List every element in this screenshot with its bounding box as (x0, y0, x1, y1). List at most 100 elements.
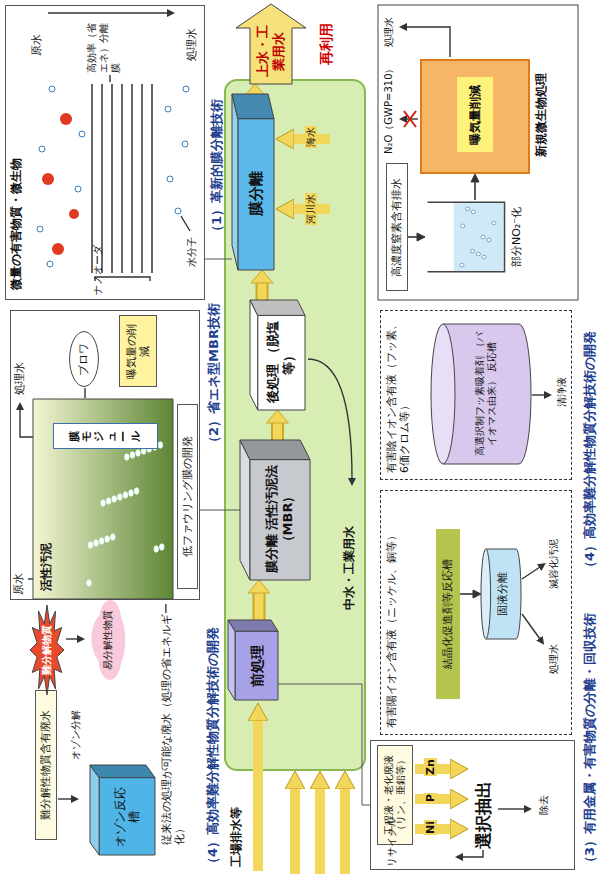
heading-text: 有害陰イオン含有液（フッ素、6価クロム等） (385, 315, 411, 473)
connector (471, 174, 479, 200)
label-text: 原水 (12, 573, 25, 595)
connector (251, 270, 273, 300)
substance-burst: 難分解物質 (30, 605, 64, 695)
connector (200, 510, 240, 511)
label-text: P (424, 793, 437, 803)
node-text: 上水・工業用水 (255, 22, 286, 80)
note-box: 低ファウリング膜の開発 (177, 404, 198, 589)
arrow-head (267, 410, 289, 423)
label-text: 処理水 (185, 28, 198, 61)
node-text: 高選択制フッ素吸着剤 （バイオマス由来） 反応槽 (474, 332, 498, 456)
reactor-bar: 結晶化促進剤等反応槽 (436, 529, 460, 699)
process-band (225, 80, 365, 770)
node-text: 固液分離 (496, 572, 509, 616)
node-text: 活性汚泥 (39, 543, 53, 591)
label-text: 海水 (305, 126, 317, 148)
connector (408, 233, 425, 241)
membrane-module: 膜モジュール (53, 423, 158, 449)
label-text: 清浄液 (556, 377, 568, 407)
arrow-head (473, 590, 481, 598)
connector (248, 580, 270, 620)
heading-text: 選択抽出 (473, 781, 493, 849)
node-text: 高濃度窒素含有排水 (390, 178, 403, 277)
arrow-head (417, 233, 425, 241)
heading-text: （1）革新的膜分離技術 (209, 99, 225, 238)
crossed-out-mark (404, 111, 416, 127)
node-text: 結晶化促進剤等反応槽 (441, 559, 454, 669)
node-text: 難分解性物質含有廃水 (39, 710, 52, 820)
label-text: 処理水 (383, 17, 395, 47)
node-text: ブロワ (77, 343, 90, 376)
node-text: 易分解性物質 (102, 610, 114, 670)
caption-text: （3）有用金属・有害物質の分離・回収技術 (582, 613, 598, 869)
node-text: 後処理 （脱塩等） (265, 317, 296, 407)
caption-text: （4）高効率難分解性物質分解技術の開発 (582, 331, 598, 574)
node-text: 膜モジュール (69, 431, 142, 442)
note-box: 曝気量削減 (457, 77, 493, 152)
label-text: Ni (424, 820, 437, 835)
heading-text: 中水・工業用水 (342, 526, 356, 610)
panel-frame (378, 5, 578, 300)
membrane-lines (92, 84, 152, 273)
connector (267, 410, 289, 440)
blower-circle: ブロワ (69, 331, 99, 387)
inflow-arrows (258, 139, 452, 874)
connector-line (200, 510, 240, 511)
node-text: 膜分離 (247, 171, 265, 216)
node-text: 工程液・老化廃液（リン、亜鉛等） (383, 751, 407, 839)
output-arrow: 上水・工業用水 (236, 4, 306, 84)
technology-panel: （2）省エネ型MBR技術活性汚泥膜モジュールブロワ曝気量の削減低ファウリング膜の… (10, 310, 200, 600)
label-text: 減容化汚泥 (548, 539, 560, 589)
process-band: 中水・工業用水前処理 膜分離 活性汚泥法 （MBR） 後処理 （脱塩等） 膜分離 (225, 80, 365, 770)
node-text: 膜分離 活性汚泥法 （MBR） (264, 462, 295, 576)
label-text: オゾン分解 (70, 710, 82, 760)
reactor-cube: オゾン反応槽 (90, 765, 155, 855)
process-box: 前処理 (228, 620, 278, 700)
adsorber-cylinder: 高選択制フッ素吸着剤 （バイオマス由来） 反応槽 (431, 324, 531, 464)
input-box: 工程液・老化廃液（リン、亜鉛等） (377, 745, 413, 845)
connector-line (474, 180, 476, 200)
aeration-tank: 活性汚泥 膜モジュール (33, 399, 173, 599)
heading-text: 新規微生物処理 (534, 57, 548, 172)
node-text: 難分解物質 (41, 625, 53, 675)
connector (460, 590, 481, 598)
label-text: 河川水 (305, 193, 317, 225)
connector (278, 684, 370, 805)
arrow-head (248, 580, 270, 593)
label-text: 処理水 (548, 644, 560, 674)
connector-line (205, 259, 232, 260)
label-text: N₂O（GWP=310） (383, 64, 395, 155)
water-molecules (37, 86, 189, 267)
arrow-head (251, 270, 273, 283)
process-box: 後処理 （脱塩等） (250, 300, 305, 410)
harmful-particles (42, 113, 79, 255)
heading-text: 有害陽イオン含有液（ニッケル、銅等） (385, 495, 398, 728)
connector (205, 259, 232, 260)
reactor-box: 新規微生物処理曝気量削減 (420, 59, 530, 174)
label-text: 除去 (538, 805, 550, 815)
label-text: Zn (424, 758, 437, 776)
heading-text: （4）高効率難分解性物質分解技術の開発 (205, 627, 221, 870)
label-text: ナノオーダ (92, 285, 104, 295)
label-text: 従来法の処理が可能な廃水（処理の省エネルギー化） (160, 595, 186, 845)
label-text: 再利用 (318, 23, 335, 65)
dashed-panel: 有害陰イオン含有液（フッ素、6価クロム等） 高選択制フッ素吸着剤 （バイオマス由来… (380, 310, 572, 480)
separator-cylinder: 固液分離 (481, 549, 521, 639)
flow-arrows (20, 13, 545, 857)
node-text: 曝気量削減 (468, 85, 482, 145)
node-text: 低ファウリング膜の開発 (181, 436, 194, 557)
label-text: リサイクル (386, 857, 398, 867)
dashed-panel: 有害陽イオン含有液（ニッケル、銅等） 結晶化促進剤等反応槽 固液分離 (380, 490, 572, 735)
tank-shape (425, 200, 507, 274)
input-box: 難分解性物質含有廃水 (35, 690, 57, 840)
process-box: 膜分離 (232, 94, 274, 270)
input-box: 高濃度窒素含有排水 (386, 163, 408, 291)
label-text: 処理水 (13, 362, 26, 395)
node-text: 部分NO₂⁻化 (510, 207, 523, 267)
substance-cloud: 易分解性物質 (90, 600, 126, 680)
node-text: 前処理 (249, 645, 266, 687)
label-text: 高効率（省エネ）分離膜 (86, 19, 122, 73)
label-text: 水分子 (186, 237, 198, 267)
note-box: 曝気量の削減 (119, 315, 157, 387)
arrow-head (471, 174, 479, 182)
